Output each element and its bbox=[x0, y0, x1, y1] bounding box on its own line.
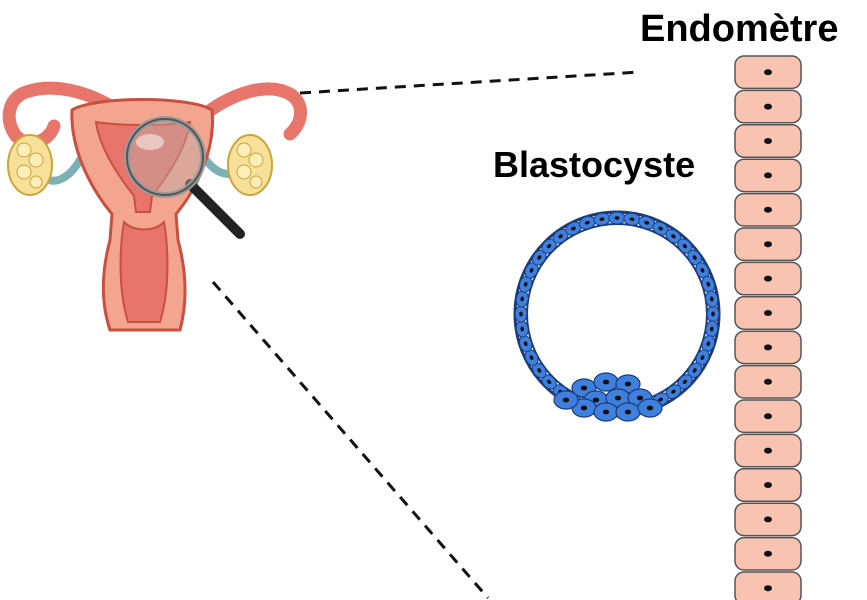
trophoblast-cell bbox=[608, 211, 626, 225]
zoom-line-bottom bbox=[211, 281, 490, 599]
trophoblast-cell bbox=[705, 320, 719, 338]
endometrial-cell bbox=[734, 296, 802, 330]
inner-cell-mass-cell bbox=[571, 398, 597, 418]
endometrial-cell bbox=[734, 192, 802, 227]
endometrial-cell bbox=[734, 399, 802, 434]
trophoblast-cell bbox=[687, 362, 703, 379]
endometrial-cell bbox=[734, 571, 802, 600]
trophoblast-cell bbox=[518, 275, 533, 293]
inner-cell-mass-cell bbox=[615, 402, 641, 422]
endometrial-cell bbox=[734, 364, 802, 399]
endometrium-label: Endomètre bbox=[640, 8, 839, 50]
endometrial-cell bbox=[734, 89, 802, 124]
endometrial-cell bbox=[734, 330, 802, 365]
blastocyst bbox=[513, 210, 721, 422]
endometrial-cell bbox=[734, 124, 802, 158]
trophoblast-cell bbox=[565, 221, 582, 236]
endometrial-cell bbox=[734, 261, 802, 296]
endometrial-cell bbox=[734, 536, 802, 571]
trophoblast-cell bbox=[518, 335, 533, 353]
trophoblast-cell bbox=[705, 290, 719, 308]
endometrium-layer bbox=[734, 55, 802, 600]
blastocyst-label: Blastocyste bbox=[493, 144, 696, 185]
trophoblast-cell bbox=[541, 374, 557, 390]
trophoblast-cell bbox=[701, 335, 716, 353]
right-fallopian-tube bbox=[193, 82, 307, 141]
trophoblast-cell bbox=[677, 374, 693, 390]
trophoblast-cell bbox=[514, 305, 528, 323]
endometrial-cell bbox=[734, 433, 802, 468]
inner-cell-mass-cell bbox=[615, 374, 641, 394]
endometrial-cell bbox=[734, 227, 802, 262]
trophoblast-cell bbox=[541, 238, 557, 254]
trophoblast-cell bbox=[515, 290, 529, 308]
inner-cell-mass-cell bbox=[553, 390, 579, 410]
trophoblast-cell bbox=[706, 305, 720, 323]
trophoblast-cell bbox=[593, 212, 611, 226]
inner-cell-mass-cell bbox=[593, 372, 619, 392]
zoom-line-top bbox=[299, 70, 641, 95]
endometrial-cell bbox=[734, 468, 802, 502]
magnifying-glass-icon bbox=[124, 116, 245, 239]
inner-cell-mass-cell bbox=[637, 398, 663, 418]
endometrial-cell bbox=[734, 55, 802, 90]
trophoblast-cell bbox=[552, 228, 569, 244]
vaginal-canal bbox=[119, 219, 169, 323]
trophoblast-cell bbox=[531, 362, 547, 379]
inner-cell-mass-cell bbox=[593, 402, 619, 422]
endometrial-cell bbox=[734, 158, 802, 193]
trophoblast-cell bbox=[701, 275, 716, 293]
right-ovary bbox=[227, 134, 273, 196]
left-ovary bbox=[7, 134, 53, 196]
endometrial-cell bbox=[734, 502, 802, 537]
